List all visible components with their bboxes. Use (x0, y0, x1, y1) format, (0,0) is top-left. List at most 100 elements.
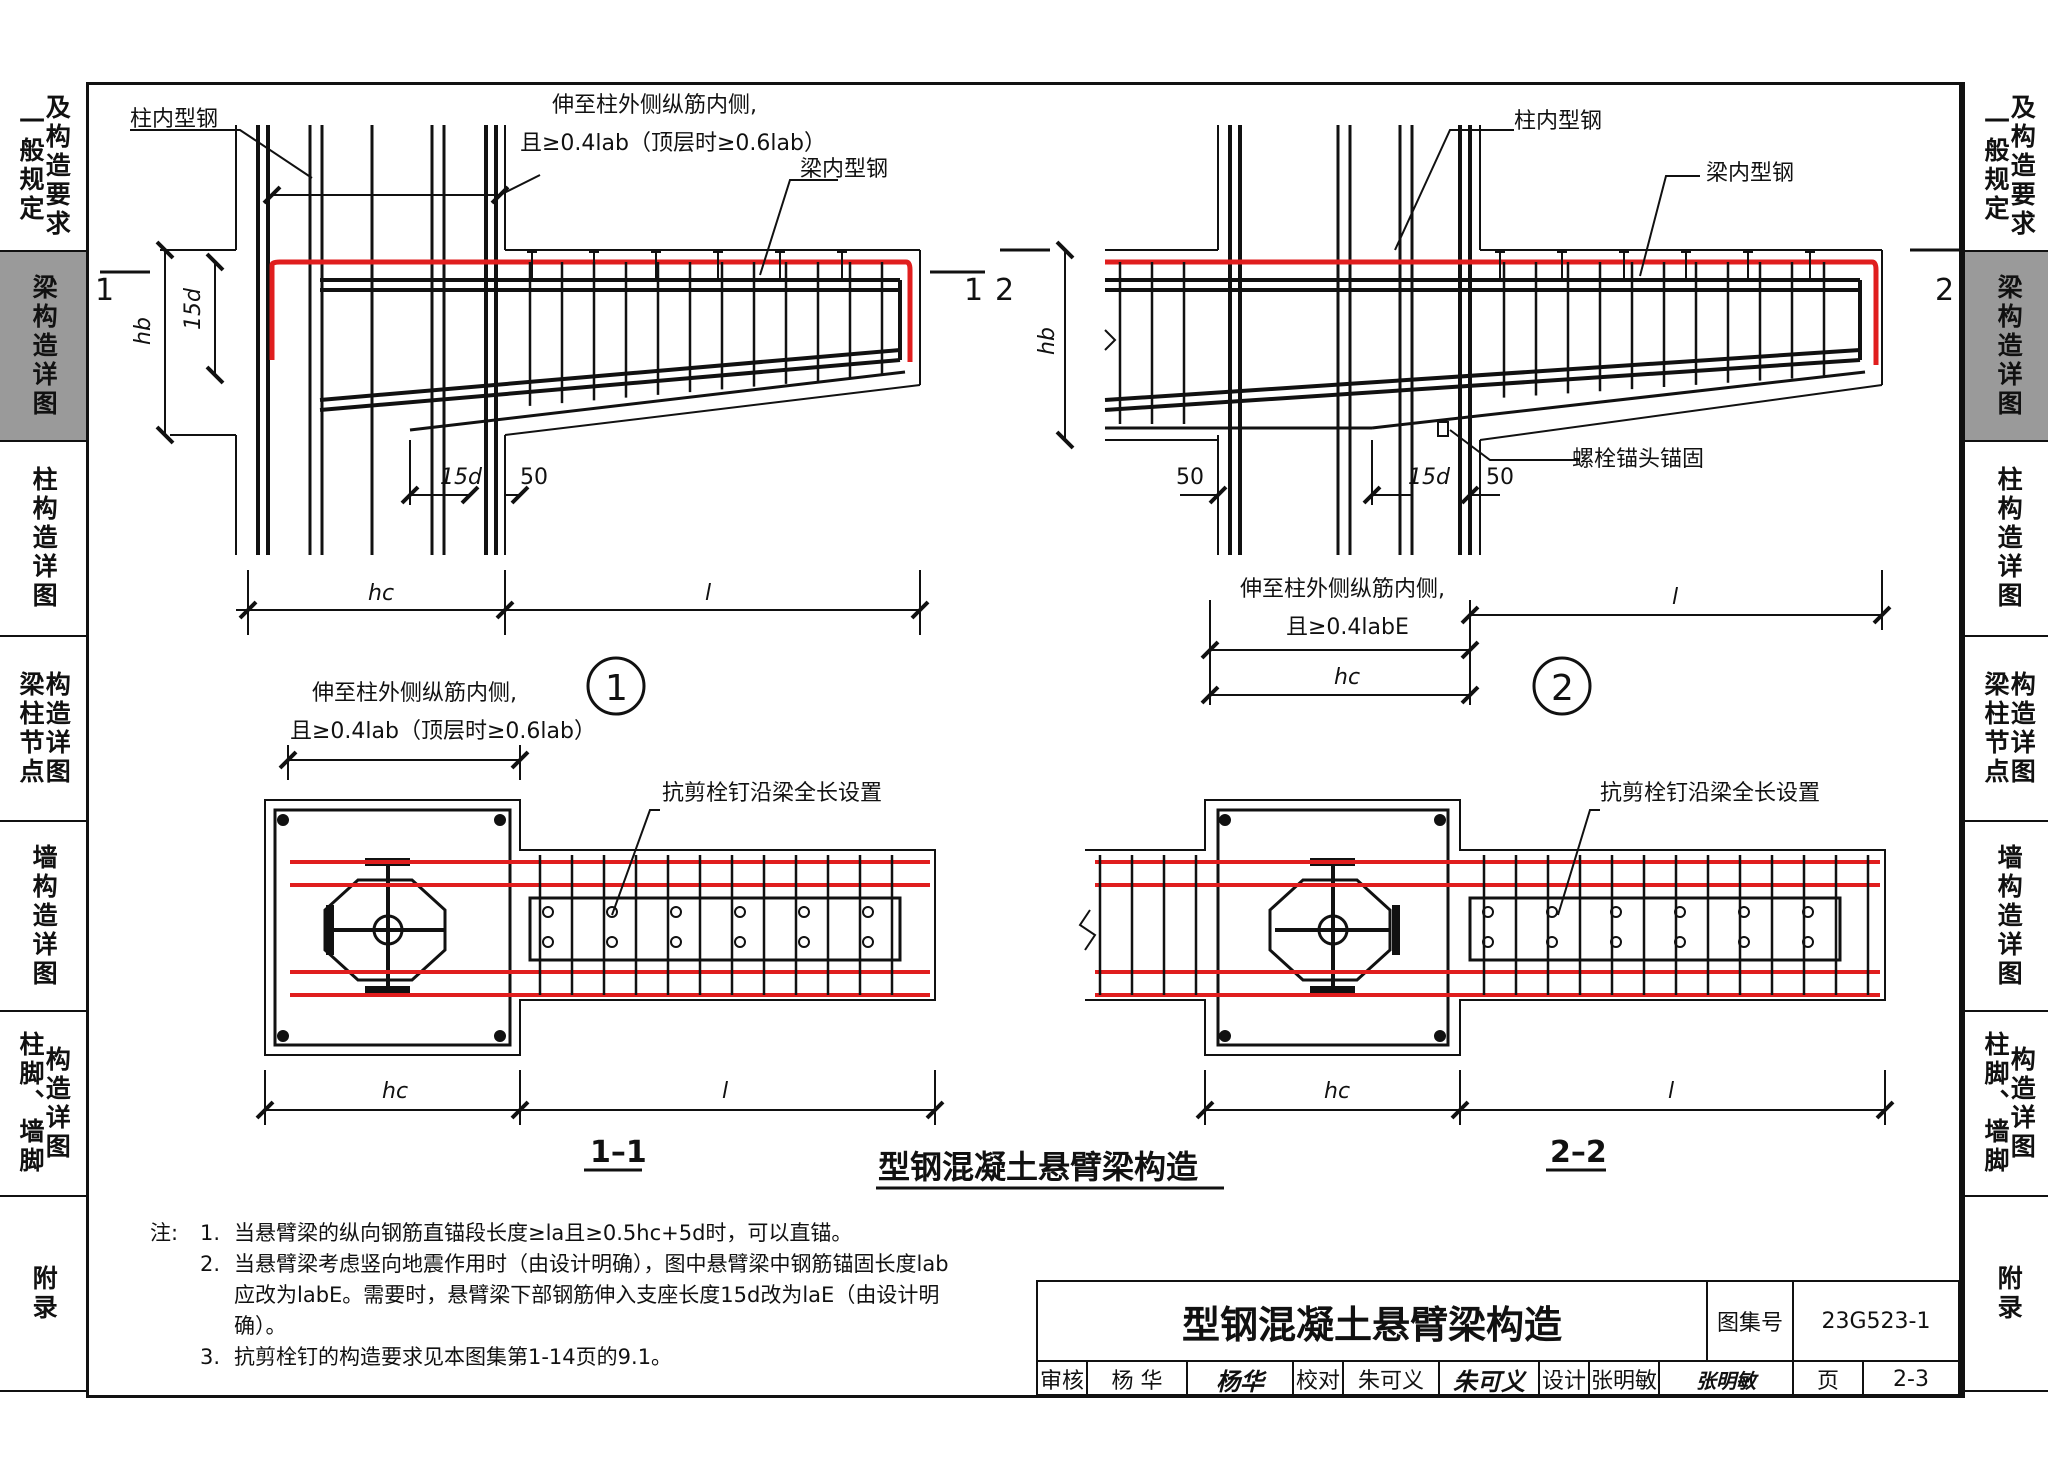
side-tab-text: 柱构造详图 (1994, 466, 2024, 611)
review-label: 审核 (1038, 1362, 1088, 1396)
svg-text:1: 1 (605, 668, 628, 709)
section-2-2 (1078, 799, 1895, 1125)
d2-col-steel-label: 柱内型钢 (1514, 109, 1602, 134)
side-tab-text: 及构造要求 (2007, 93, 2037, 239)
d1-col-steel-label: 柱内型钢 (130, 107, 218, 132)
side-tab-left-5[interactable]: 墙构造详图 (0, 822, 86, 1012)
d1-15d-bottom-label: 15d (440, 465, 483, 490)
d2-50a-label: 50 (1176, 465, 1204, 490)
shear-stud (1610, 906, 1622, 918)
d2-beam-steel-label: 梁内型钢 (1706, 161, 1794, 186)
side-tab-right-1[interactable]: 一般规定及构造要求 (1965, 82, 2048, 252)
s22-hc-label: hc (1324, 1079, 1350, 1104)
side-tab-right-7[interactable]: 附录 (1965, 1197, 2048, 1392)
s11-l-label: l (722, 1079, 728, 1104)
note-item: 注:1.当悬臂梁的纵向钢筋直锚段长度≥la且≥0.5hc+5d时，可以直锚。 (150, 1218, 950, 1249)
side-tab-text: 柱脚、墙脚 (1981, 1031, 2010, 1176)
notes-label (150, 1342, 200, 1373)
d2-section-right: 2 (1935, 273, 1954, 308)
design-label: 设计 (1540, 1362, 1590, 1396)
side-tab-text: 构造详图 (42, 670, 72, 787)
shear-stud (1802, 906, 1814, 918)
s11-title: 1–1 (590, 1135, 647, 1170)
notes-label: 注: (150, 1221, 179, 1245)
side-tab-text: 构造详图 (2007, 670, 2037, 787)
s11-hc-label: hc (382, 1079, 408, 1104)
side-tab-right-3[interactable]: 柱构造详图 (1965, 442, 2048, 637)
shear-stud (542, 906, 554, 918)
shear-stud (1610, 936, 1622, 948)
d2-note-line1: 伸至柱外侧纵筋内侧, (1240, 577, 1445, 602)
checker-name: 朱可义 (1344, 1362, 1440, 1396)
shear-stud (670, 906, 682, 918)
s22-title: 2–2 (1550, 1135, 1607, 1170)
shear-stud (1738, 936, 1750, 948)
side-tab-left-3[interactable]: 柱构造详图 (0, 442, 86, 637)
reviewer-name: 杨 华 (1088, 1362, 1188, 1396)
side-tab-text: 附录 (1994, 1264, 2024, 1323)
shear-stud (606, 936, 618, 948)
d2-l-label: l (1672, 585, 1678, 610)
side-tab-right-5[interactable]: 墙构造详图 (1965, 822, 2048, 1012)
side-tab-right-4[interactable]: 梁柱节点构造详图 (1965, 637, 2048, 822)
note-text: 抗剪栓钉的构造要求见本图集第1-14页的9.1。 (234, 1345, 673, 1369)
s11-note-line1: 伸至柱外侧纵筋内侧, (312, 681, 517, 706)
side-tab-left-7[interactable]: 附录 (0, 1197, 86, 1392)
shear-stud (862, 936, 874, 948)
side-tab-text: 柱构造详图 (29, 466, 59, 611)
checker-signature: 朱可义 (1440, 1362, 1540, 1396)
d1-50-label: 50 (520, 465, 548, 490)
circle-marker-2: 2 (1532, 656, 1592, 716)
main-title: 型钢混凝土悬臂梁构造 (878, 1148, 1198, 1186)
side-tab-text: 及构造要求 (42, 93, 72, 239)
d2-hc-label: hc (1334, 665, 1360, 690)
circle-marker-1: 1 (586, 656, 646, 716)
shear-stud (1674, 906, 1686, 918)
d1-note-line2: 且≥0.4lab（顶层时≥0.6lab） (520, 131, 826, 156)
side-tab-text: 一般规定 (1981, 108, 2010, 224)
diagram-1-elevation (130, 125, 930, 635)
note-number: 2. (200, 1252, 221, 1276)
side-tab-left-2[interactable]: 梁构造详图 (0, 252, 86, 442)
section-2-2-labels: 抗剪栓钉沿梁全长设置 hc l 2–2 (1324, 781, 1820, 1170)
diagram-2-labels: 柱内型钢 梁内型钢 螺栓锚头锚固 伸至柱外侧纵筋内侧, 且≥0.4labE hb… (995, 109, 1954, 690)
side-tab-left-6[interactable]: 柱脚、墙脚构造详图 (0, 1012, 86, 1197)
d2-15d-label: 15d (1408, 465, 1451, 490)
side-tab-right-2[interactable]: 梁构造详图 (1965, 252, 2048, 442)
title-block: 型钢混凝土悬臂梁构造 图集号 23G523-1 审核 杨 华 杨华 校对 朱可义… (1036, 1280, 1960, 1396)
side-tab-left-1[interactable]: 一般规定及构造要求 (0, 82, 86, 252)
d2-section-left: 2 (995, 273, 1014, 308)
shear-stud (1546, 906, 1558, 918)
side-tab-right-6[interactable]: 柱脚、墙脚构造详图 (1965, 1012, 2048, 1197)
shear-stud (798, 906, 810, 918)
shear-stud (1674, 936, 1686, 948)
side-tab-text: 墙构造详图 (29, 843, 59, 989)
section-1-1-labels: 伸至柱外侧纵筋内侧, 且≥0.4lab（顶层时≥0.6lab） 抗剪栓钉沿梁全长… (290, 681, 882, 1170)
note-number: 3. (200, 1345, 221, 1369)
d1-beam-steel-label: 梁内型钢 (800, 157, 888, 182)
d2-bolt-label: 螺栓锚头锚固 (1572, 447, 1704, 472)
note-text: 当悬臂梁的纵向钢筋直锚段长度≥la且≥0.5hc+5d时，可以直锚。 (234, 1221, 853, 1245)
side-tab-text: 构造详图 (2007, 1045, 2037, 1162)
shear-stud (734, 936, 746, 948)
atlas-label: 图集号 (1708, 1282, 1794, 1362)
side-tab-text: 柱脚、墙脚 (16, 1031, 45, 1176)
diagram-2-elevation (1055, 125, 1892, 705)
shear-stud (1738, 906, 1750, 918)
d1-l-label: l (705, 581, 711, 606)
atlas-number: 23G523-1 (1794, 1282, 1958, 1362)
shear-stud (670, 936, 682, 948)
notes-block: 注:1.当悬臂梁的纵向钢筋直锚段长度≥la且≥0.5hc+5d时，可以直锚。 2.… (150, 1218, 950, 1373)
s11-note-line2: 且≥0.4lab（顶层时≥0.6lab） (290, 719, 596, 744)
svg-text:2: 2 (1551, 668, 1574, 709)
shear-stud (1802, 936, 1814, 948)
side-tab-text: 梁构造详图 (1994, 273, 2024, 419)
d1-note-line1: 伸至柱外侧纵筋内侧, (552, 93, 757, 118)
side-tab-left-4[interactable]: 梁柱节点构造详图 (0, 637, 86, 822)
check-label: 校对 (1294, 1362, 1344, 1396)
drawing-frame (86, 82, 1962, 1398)
side-tab-text: 一般规定 (16, 108, 45, 224)
shear-stud (1482, 936, 1494, 948)
d1-hc-label: hc (368, 581, 394, 606)
